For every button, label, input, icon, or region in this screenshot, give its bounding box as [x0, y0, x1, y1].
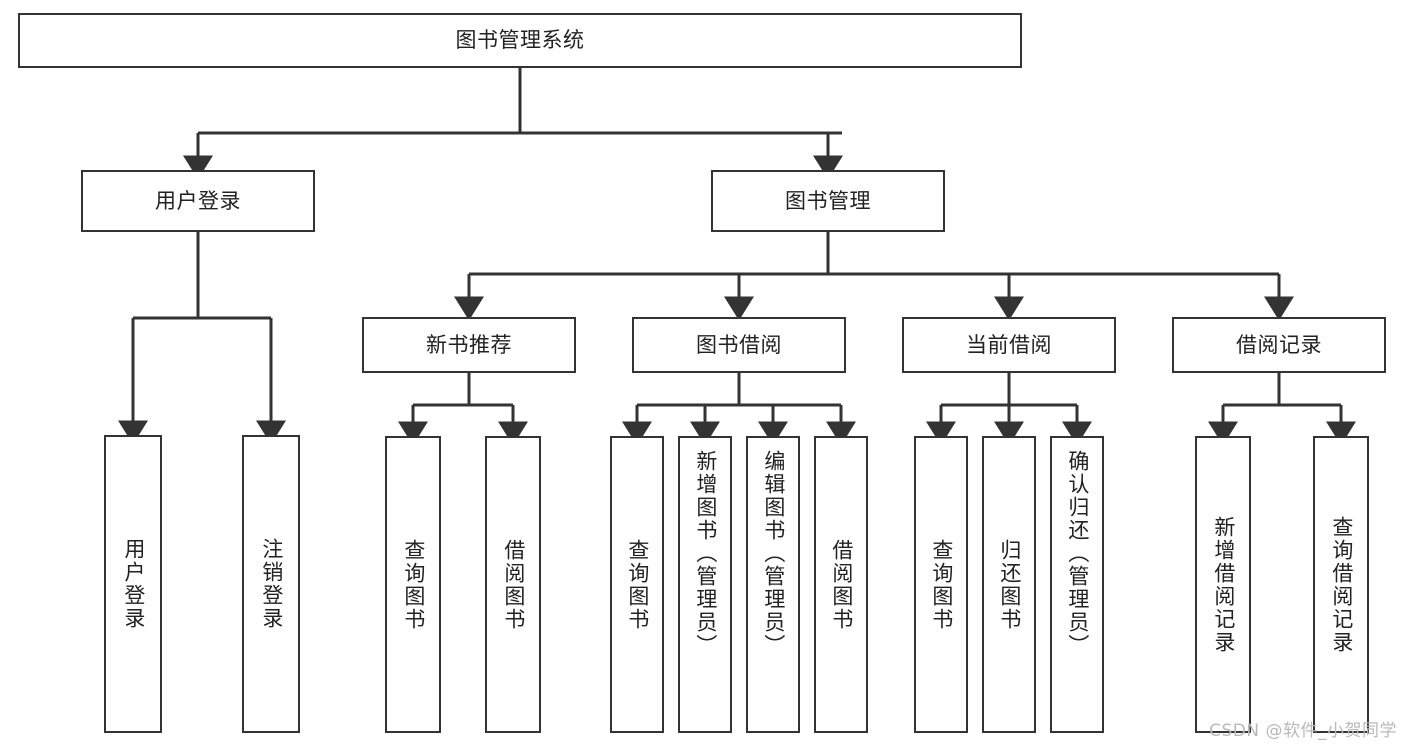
node-leaf-borrow-book-label: 借阅图书 — [829, 538, 854, 631]
node-leaf-confirm-return-admin-label: 确认归还（管理员） — [1065, 450, 1090, 657]
node-leaf-borrow-book-rec[interactable]: 借阅图书 — [485, 436, 541, 733]
node-leaf-add-borrow-record-label: 新增借阅记录 — [1211, 515, 1236, 654]
node-user-login-label: 用户登录 — [155, 188, 241, 213]
node-leaf-edit-book-admin[interactable]: 编辑图书（管理员） — [746, 436, 800, 733]
node-book-management[interactable]: 图书管理 — [711, 170, 945, 232]
node-book-borrow[interactable]: 图书借阅 — [632, 317, 846, 373]
node-leaf-logout[interactable]: 注销登录 — [242, 435, 300, 733]
node-leaf-borrow-book-rec-label: 借阅图书 — [501, 538, 526, 631]
node-root-label: 图书管理系统 — [455, 28, 585, 53]
node-leaf-borrow-book[interactable]: 借阅图书 — [814, 436, 868, 733]
node-borrow-record-label: 借阅记录 — [1236, 332, 1322, 357]
node-new-book-recommend-label: 新书推荐 — [426, 332, 512, 357]
node-leaf-logout-label: 注销登录 — [259, 538, 284, 630]
node-book-borrow-label: 图书借阅 — [696, 332, 782, 357]
node-leaf-query-book-borrow-label: 查询图书 — [625, 538, 650, 631]
node-leaf-user-login-label: 用户登录 — [121, 538, 146, 630]
node-current-borrow[interactable]: 当前借阅 — [902, 317, 1116, 373]
node-user-login[interactable]: 用户登录 — [81, 170, 315, 232]
node-leaf-query-book-rec[interactable]: 查询图书 — [385, 436, 441, 733]
node-current-borrow-label: 当前借阅 — [966, 332, 1052, 357]
node-leaf-return-book[interactable]: 归还图书 — [982, 436, 1036, 733]
node-leaf-query-book-rec-label: 查询图书 — [401, 538, 426, 631]
node-leaf-add-borrow-record[interactable]: 新增借阅记录 — [1195, 436, 1251, 733]
node-leaf-edit-book-admin-label: 编辑图书（管理员） — [761, 450, 786, 657]
node-leaf-confirm-return-admin[interactable]: 确认归还（管理员） — [1050, 436, 1104, 733]
node-borrow-record[interactable]: 借阅记录 — [1172, 317, 1386, 373]
node-leaf-return-book-label: 归还图书 — [997, 538, 1022, 631]
node-leaf-query-book-borrow[interactable]: 查询图书 — [610, 436, 664, 733]
node-leaf-add-book-admin-label: 新增图书（管理员） — [693, 450, 718, 657]
node-leaf-query-borrow-record[interactable]: 查询借阅记录 — [1313, 436, 1369, 733]
node-new-book-recommend[interactable]: 新书推荐 — [362, 317, 576, 373]
node-leaf-query-book-current-label: 查询图书 — [929, 538, 954, 631]
node-book-management-label: 图书管理 — [785, 188, 871, 213]
node-root-book-management-system[interactable]: 图书管理系统 — [18, 13, 1022, 68]
node-leaf-query-borrow-record-label: 查询借阅记录 — [1329, 515, 1354, 654]
node-leaf-user-login[interactable]: 用户登录 — [104, 435, 162, 733]
node-leaf-query-book-current[interactable]: 查询图书 — [914, 436, 968, 733]
node-leaf-add-book-admin[interactable]: 新增图书（管理员） — [678, 436, 732, 733]
